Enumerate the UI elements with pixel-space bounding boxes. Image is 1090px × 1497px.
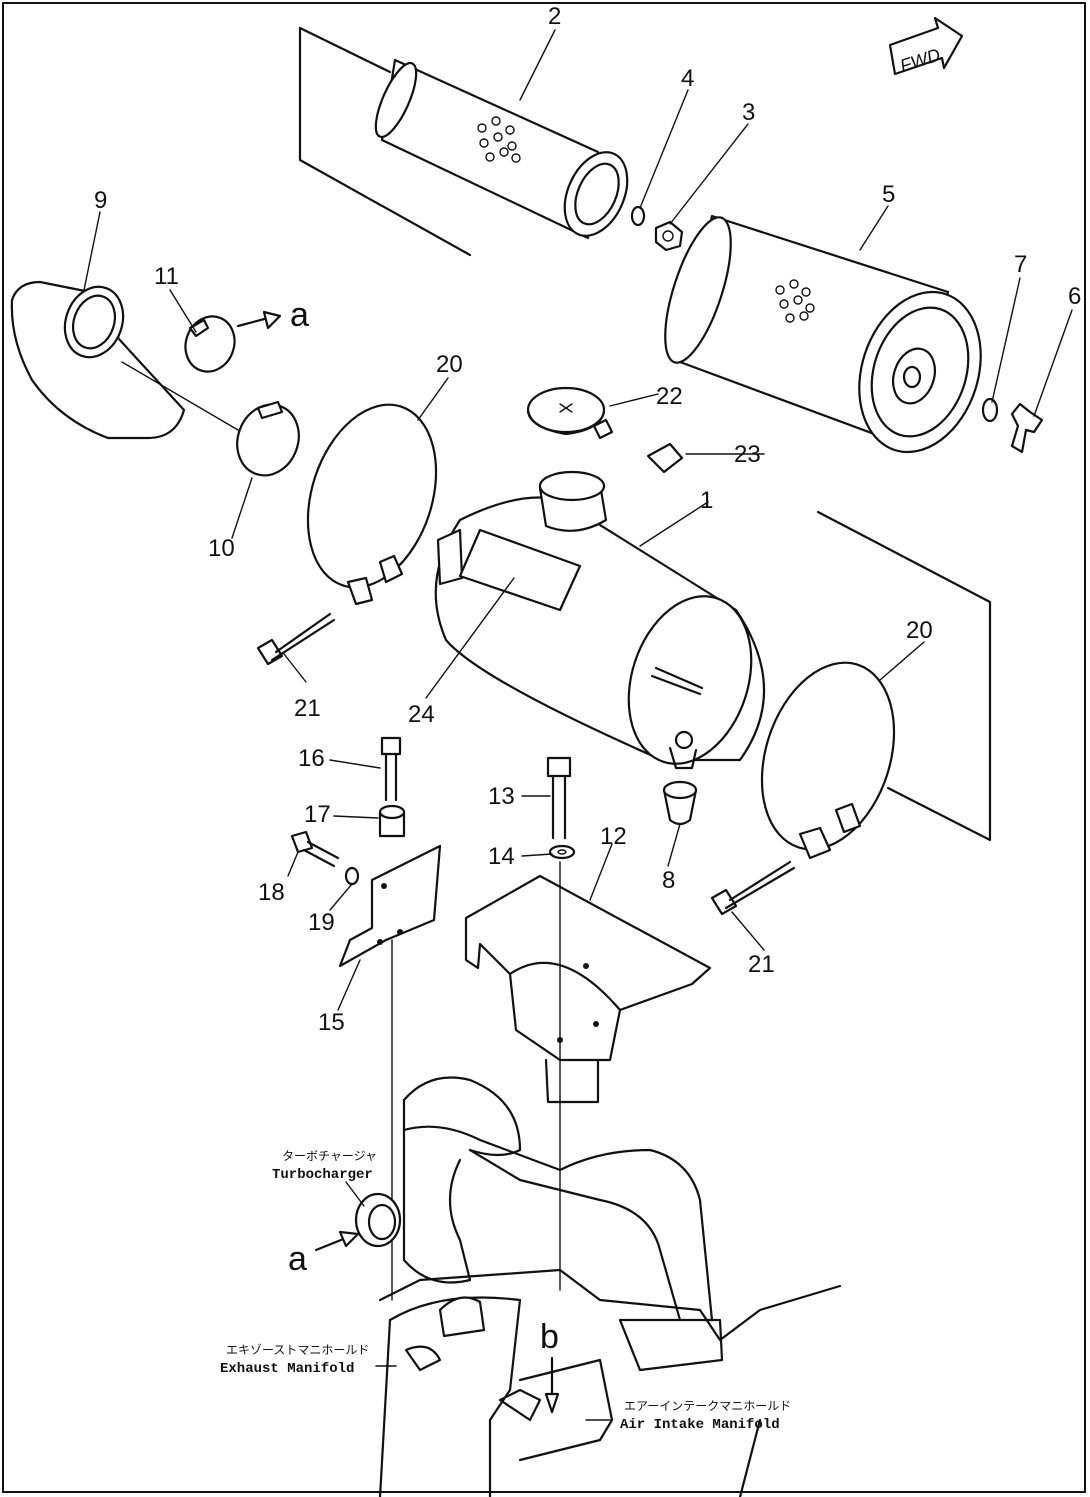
part-number-14: 14 <box>488 843 515 870</box>
part-20-band-left <box>306 403 438 606</box>
leader-lines <box>83 29 1073 1011</box>
part-number-21-left: 21 <box>294 695 321 722</box>
part-6-wing-nut <box>1010 402 1044 454</box>
part-24-label-plate <box>458 528 582 612</box>
part-17-spacer <box>378 804 406 838</box>
part-number-5: 5 <box>882 181 895 208</box>
part-4-washer <box>630 205 646 227</box>
part-22-cap <box>526 386 614 440</box>
part-number-13: 13 <box>488 783 515 810</box>
connection-a-lower: a <box>288 1230 360 1278</box>
connection-a-upper: a <box>236 296 309 334</box>
part-number-11: 11 <box>154 263 179 290</box>
part-number-18: 18 <box>258 879 285 906</box>
exhaust-manifold-en-label: Exhaust Manifold <box>220 1361 354 1377</box>
part-number-2: 2 <box>548 3 561 30</box>
part-number-9: 9 <box>94 187 107 214</box>
part-10-hose-clamp <box>236 400 300 477</box>
part-number-labels: 2 4 3 5 7 6 9 11 20 22 23 1 10 20 21 24 … <box>94 3 1081 1036</box>
callout-turbocharger: ターボチャージャ Turbocharger <box>272 1149 377 1207</box>
upper-plane-edge <box>298 26 472 257</box>
part-21-bolt-left <box>256 612 336 666</box>
part-number-23: 23 <box>734 441 761 468</box>
part-13-bolt <box>546 756 572 840</box>
turbocharger-en-label: Turbocharger <box>272 1167 373 1183</box>
part-number-8: 8 <box>662 867 675 894</box>
callout-exhaust-manifold: エキゾーストマニホールド Exhaust Manifold <box>220 1343 397 1377</box>
part-number-6: 6 <box>1068 283 1081 310</box>
connection-label-a-lower: a <box>288 1240 307 1278</box>
hose-alignment-line <box>121 361 239 431</box>
part-12-mounting-bracket <box>464 874 712 1104</box>
part-number-16: 16 <box>298 745 325 772</box>
connection-label-a-upper: a <box>290 296 309 334</box>
part-3-nut <box>654 220 684 252</box>
part-7-washer <box>981 397 999 423</box>
part-20-band-right <box>760 661 896 860</box>
upper-plane-edge-top <box>298 26 392 74</box>
part-number-24: 24 <box>408 701 435 728</box>
part-number-4: 4 <box>681 65 694 92</box>
connection-b: b <box>540 1318 560 1414</box>
callout-air-intake-manifold: エアーインテークマニホールド Air Intake Manifold <box>585 1399 791 1433</box>
part-number-20-upper: 20 <box>436 351 463 378</box>
turbocharger-jp-label: ターボチャージャ <box>282 1149 377 1163</box>
part-number-15: 15 <box>318 1009 345 1036</box>
part-1-air-cleaner-body <box>434 470 766 770</box>
part-number-22: 22 <box>656 383 683 410</box>
part-11-hose-clamp <box>184 315 236 373</box>
part-15-bracket <box>338 844 442 968</box>
engine-assembly <box>354 1076 842 1497</box>
part-number-21-right: 21 <box>748 951 775 978</box>
part-number-10: 10 <box>208 535 235 562</box>
part-14-washer <box>548 844 576 860</box>
part-9-inlet-hose <box>10 280 186 440</box>
part-19-washer <box>344 866 360 886</box>
part-16-bolt <box>380 736 402 802</box>
part-number-20-lower: 20 <box>906 617 933 644</box>
air-intake-manifold-jp-label: エアーインテークマニホールド <box>624 1399 791 1413</box>
part-8-evacuator-valve <box>662 780 698 826</box>
part-number-19: 19 <box>308 909 335 936</box>
part-5-outer-element <box>664 214 982 454</box>
part-number-3: 3 <box>742 99 755 126</box>
part-number-1: 1 <box>700 487 713 514</box>
part-23-fitting <box>646 442 684 474</box>
part-number-7: 7 <box>1014 251 1027 278</box>
part-21-bolt-right <box>710 860 796 916</box>
part-2-safety-element <box>374 58 629 240</box>
part-number-17: 17 <box>304 801 331 828</box>
part-number-12: 12 <box>600 823 627 850</box>
part-18-bolt <box>290 830 340 868</box>
fwd-direction-arrow: FWD <box>888 16 964 76</box>
exhaust-manifold-jp-label: エキゾーストマニホールド <box>226 1343 369 1357</box>
air-intake-manifold-en-label: Air Intake Manifold <box>620 1417 780 1433</box>
lower-plane-edge <box>816 510 992 842</box>
connection-label-b: b <box>540 1318 559 1356</box>
